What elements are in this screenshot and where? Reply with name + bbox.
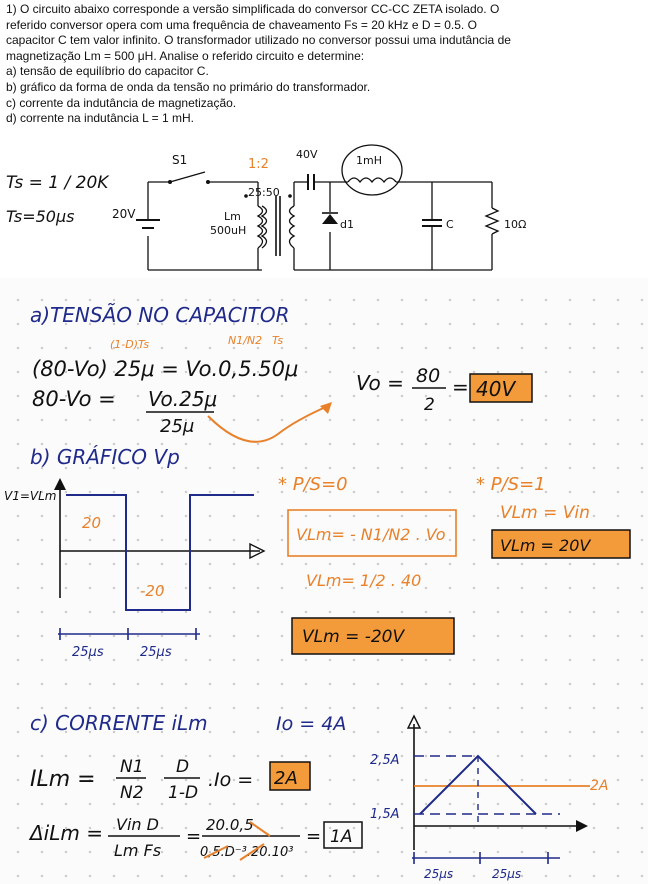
diode-label: d1 xyxy=(340,218,354,231)
svg-text:N1: N1 xyxy=(120,757,144,777)
svg-text:=: = xyxy=(452,375,469,399)
problem-line: magnetização Lm = 500 μH. Analise o refe… xyxy=(6,48,365,63)
io-value: Io = 4A xyxy=(276,713,346,735)
switch-label: S1 xyxy=(172,153,187,167)
vo-den: 2 xyxy=(424,395,435,415)
handwritten-notes: a)TENSÃO NO CAPACITOR (1-D)Ts N1/N2 Ts (… xyxy=(4,303,631,881)
ps1-eq: VLm = Vin xyxy=(500,503,590,523)
eq-a2-num: Vo.25μ xyxy=(148,387,217,411)
svg-text:D: D xyxy=(176,757,189,777)
ps0-eq: VLm= - N1/N2 . Vo xyxy=(296,525,446,544)
problem-text: 1) O circuito abaixo corresponde a versã… xyxy=(6,2,642,127)
ps1-result: VLm = 20V xyxy=(500,536,591,555)
delta-left: ΔiLm = xyxy=(28,821,103,845)
problem-line: capacitor C tem valor infinito. O transf… xyxy=(6,33,511,48)
vo-result: 40V xyxy=(476,377,516,401)
graph-pos: 20 xyxy=(82,514,101,532)
ts-formula: Ts = 1 / 20K xyxy=(6,173,110,193)
hint-a1: (1-D)Ts xyxy=(110,338,149,351)
delta-num2: 20.0,5 xyxy=(206,816,254,834)
heading-b: b) GRÁFICO Vp xyxy=(30,445,180,469)
notes-paper xyxy=(0,278,648,884)
graph-t2: 25μs xyxy=(140,645,172,660)
lm-value: 500uH xyxy=(210,224,246,237)
problem-item-a: a) tensão de equilíbrio do capacitor C. xyxy=(6,64,209,79)
problem-item-d: d) corrente na indutância L = 1 mH. xyxy=(6,111,194,126)
ps0-result: VLm = -20V xyxy=(302,627,405,647)
voltage-graph: V1=VLm 20 -20 25μs 25μs xyxy=(4,478,266,660)
capacitor-label: C xyxy=(446,218,454,231)
hint-a3: Ts xyxy=(272,334,283,347)
circuit-schematic: S1 1:2 25:50 20V Lm 500uH 40V 1mH d1 C 1… xyxy=(6,144,526,271)
heading-a: a)TENSÃO NO CAPACITOR xyxy=(30,303,290,327)
problem-item-c: c) corrente da indutância de magnetizaçã… xyxy=(6,95,237,110)
ilm-left: ILm = xyxy=(30,767,96,792)
delta-den: Lm Fs xyxy=(114,841,161,860)
inductor-label: 1mH xyxy=(356,154,382,167)
lm-label: Lm xyxy=(224,210,241,223)
hand-circle xyxy=(341,144,403,196)
problem-item-b: b) gráfico da forma de onda da tensão no… xyxy=(6,79,371,94)
ilm-result: 2A xyxy=(274,768,298,789)
vo-num: 80 xyxy=(416,365,440,387)
resistor-label: 10Ω xyxy=(504,218,526,231)
eq-a2-den: 25μ xyxy=(160,416,194,437)
ps0-label: * P/S=0 xyxy=(278,474,348,495)
cg-avg: 2A xyxy=(590,778,608,794)
delta-result: 1A xyxy=(330,827,352,847)
graph-neg: -20 xyxy=(140,582,165,600)
svg-text:1-D: 1-D xyxy=(168,783,198,803)
svg-text:.Io =: .Io = xyxy=(208,769,253,791)
cg-t1: 25μs xyxy=(424,867,453,881)
hint-a2: N1/N2 xyxy=(228,334,262,347)
svg-text:=: = xyxy=(306,826,321,847)
eq-a2-left: 80-Vo = xyxy=(32,387,116,411)
delta-num: Vin D xyxy=(116,815,159,834)
svg-text:=: = xyxy=(186,826,201,847)
cg-top: 2,5A xyxy=(370,753,400,768)
problem-line: 1) O circuito abaixo corresponde a versã… xyxy=(6,2,500,16)
problem-statement: 1) O circuito abaixo corresponde a versã… xyxy=(0,0,648,278)
svg-text:N2: N2 xyxy=(120,783,144,803)
current-graph: 2,5A 1,5A 2A 25μs 25μs xyxy=(370,714,608,881)
cg-bottom: 1,5A xyxy=(370,807,400,822)
ps1-label: * P/S=1 xyxy=(476,474,546,495)
graph-ylabel: V1=VLm xyxy=(4,489,56,503)
cg-t2: 25μs xyxy=(492,867,521,881)
ratio-label: 1:2 xyxy=(248,157,269,172)
turns-label: 25:50 xyxy=(248,186,280,199)
cap-voltage: 40V xyxy=(296,148,318,161)
heading-c: c) CORRENTE iLm xyxy=(30,711,208,735)
source-label: 20V xyxy=(112,207,136,221)
eq-a1: (80-Vo) 25μ = Vo.0,5.50μ xyxy=(32,357,298,381)
vo-left: Vo = xyxy=(356,371,404,395)
ts-value: Ts=50μs xyxy=(6,207,75,226)
problem-line: referido conversor opera com uma frequên… xyxy=(6,17,477,32)
ps0-eq2: VLm= 1/2 . 40 xyxy=(306,571,421,590)
graph-t1: 25μs xyxy=(72,645,104,660)
